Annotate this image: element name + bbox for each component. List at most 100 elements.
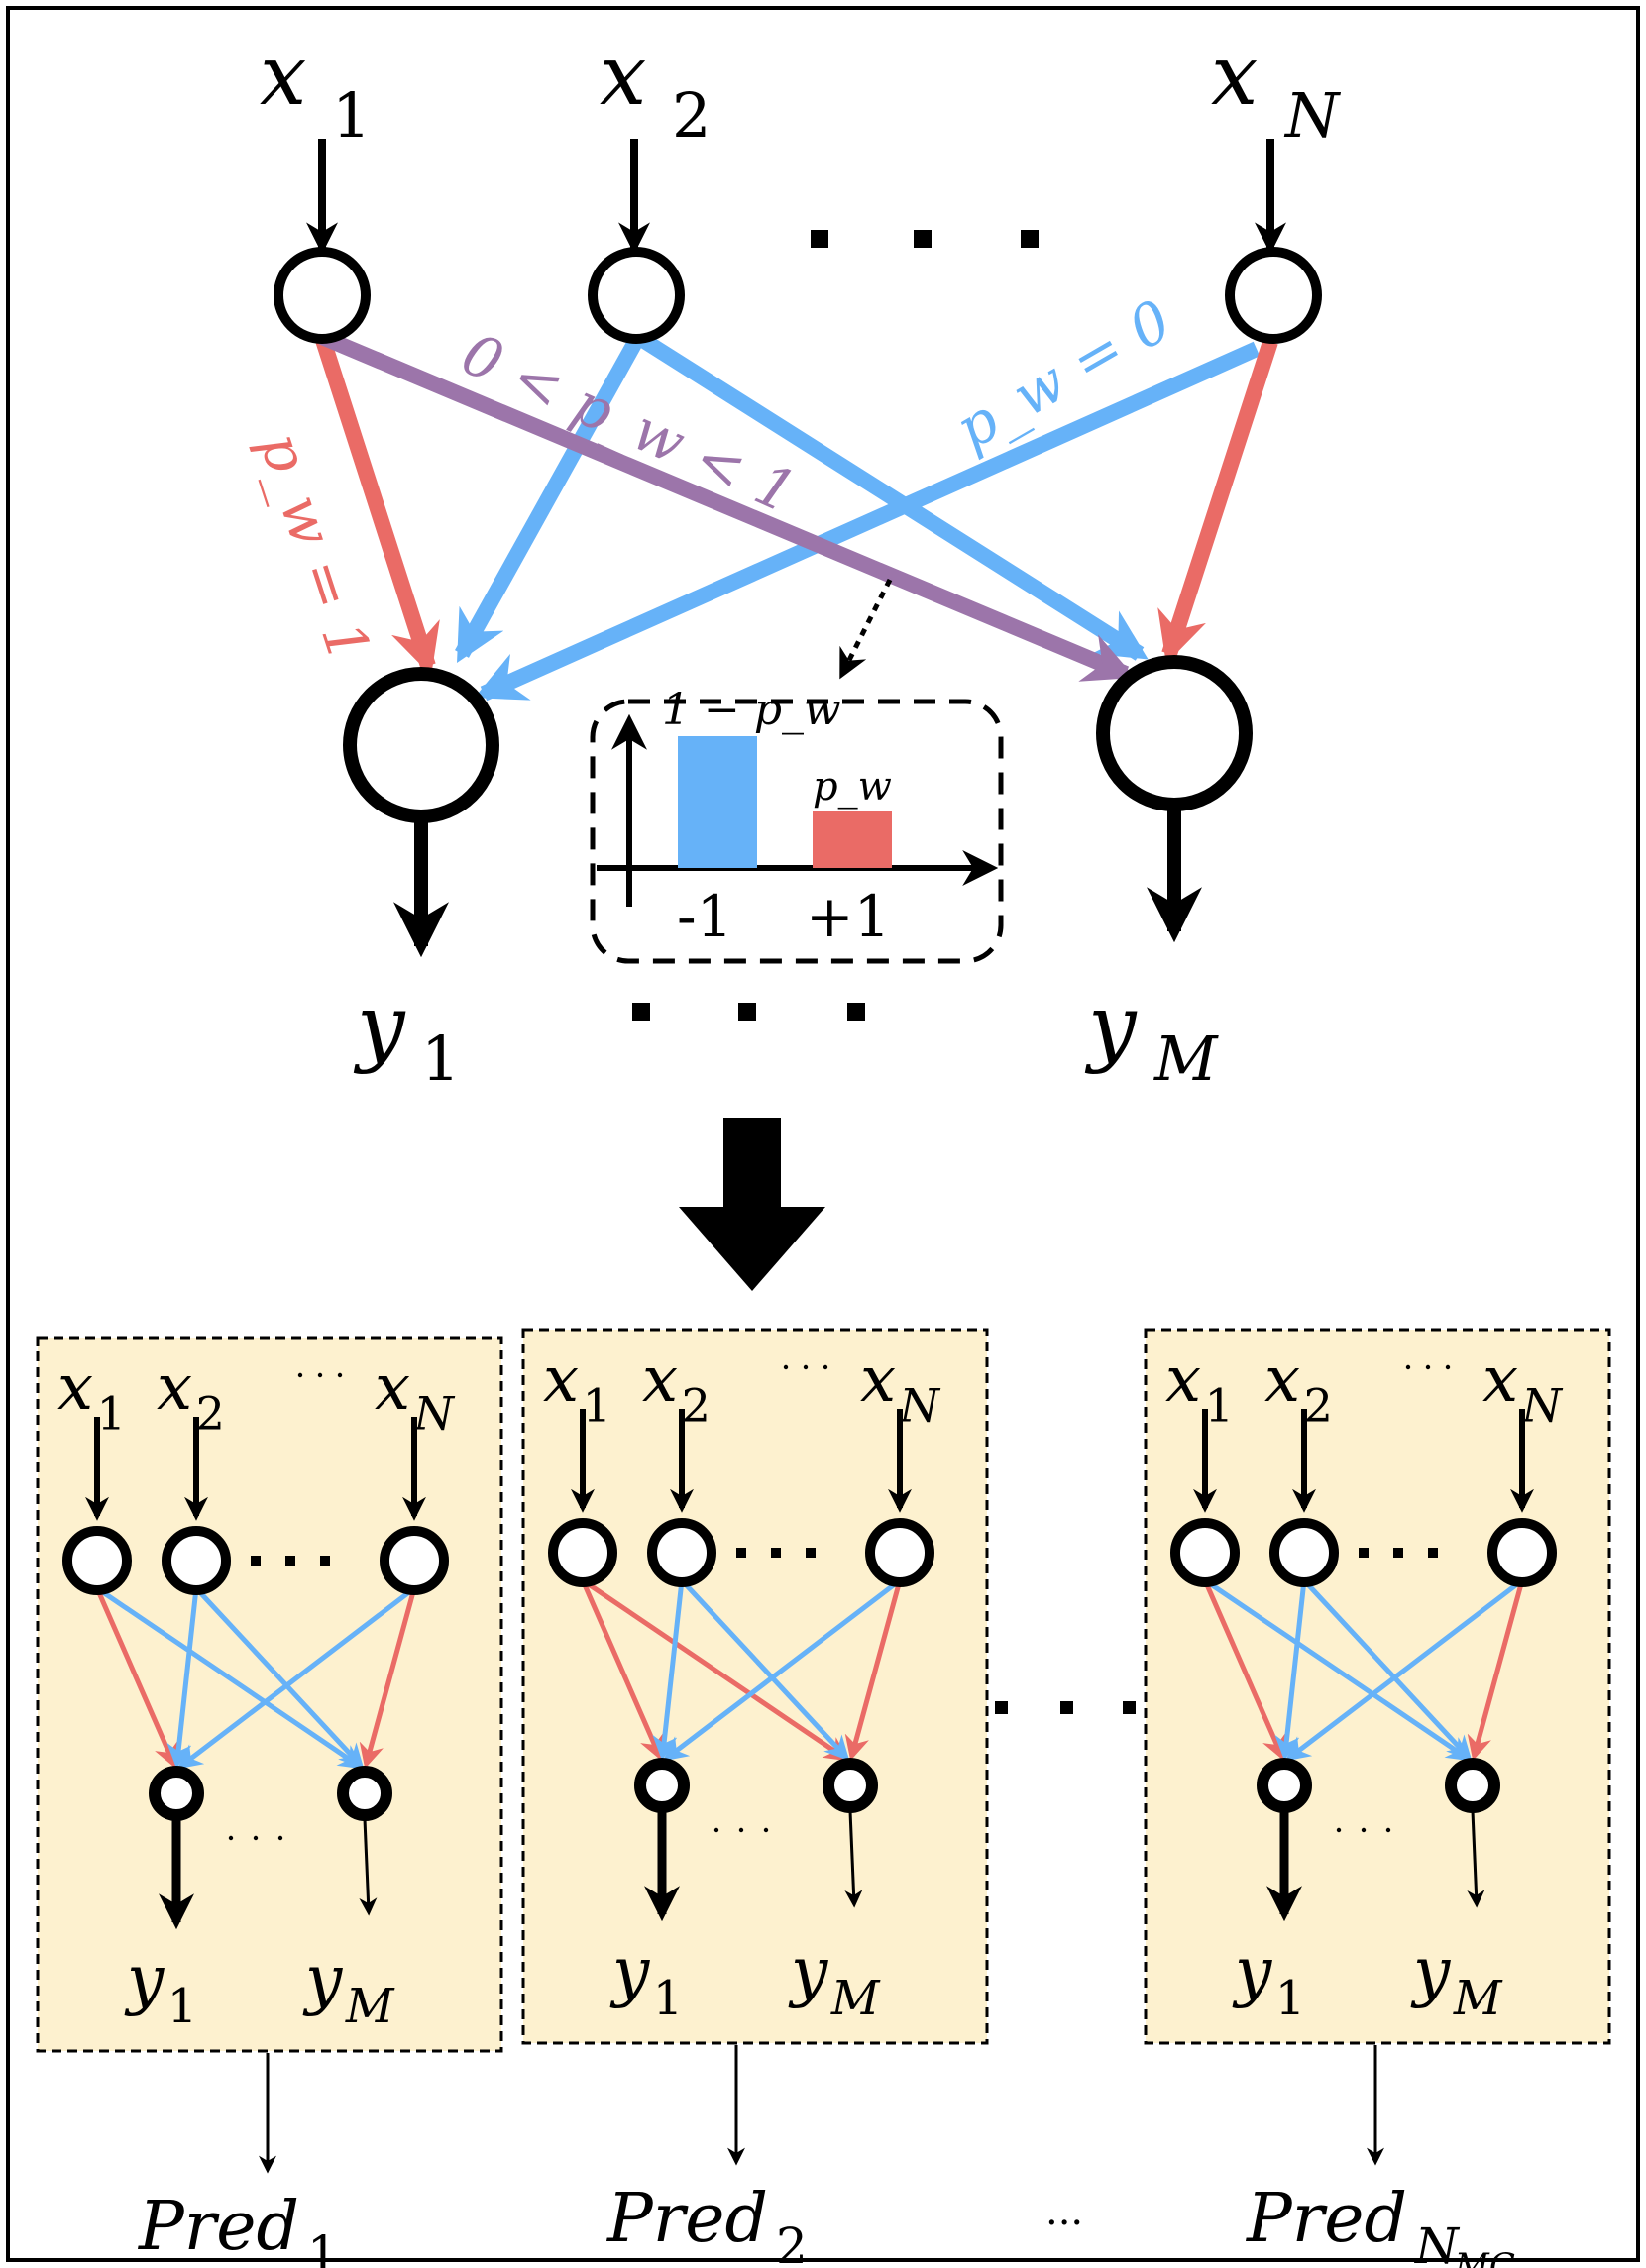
output-ellipsis-dot (277, 1835, 283, 1841)
output-ellipsis-dot (738, 1827, 744, 1833)
svg-text:y: y (788, 1933, 828, 2009)
svg-text:M: M (345, 1980, 395, 2034)
svg-text:N: N (1521, 1378, 1564, 1432)
svg-text:x: x (1264, 1344, 1300, 1417)
svg-text:1: 1 (583, 1378, 611, 1432)
edge-x2-y1-negative (455, 333, 645, 663)
svg-text:Pred: Pred (137, 2188, 299, 2266)
label-ellipsis-dot (1425, 1364, 1431, 1370)
panel-edge-positive (581, 1577, 850, 1762)
histogram-bar-label-plus-one: p_w (813, 764, 892, 810)
histogram-pointer (839, 578, 893, 680)
label-ellipsis-dot (1445, 1364, 1451, 1370)
panel-input-neuron (62, 1526, 132, 1595)
output-ellipsis-dot (1385, 1827, 1391, 1833)
svg-text:2: 2 (682, 1378, 711, 1432)
top-output-neuron-M (1096, 655, 1253, 811)
panel-input-neuron (1269, 1518, 1339, 1587)
panel-output-neuron (337, 1766, 392, 1821)
sampling-arrow (679, 1118, 825, 1291)
top-input-neuron-1 (274, 247, 371, 344)
svg-text:1: 1 (653, 1972, 683, 2026)
svg-text:1: 1 (97, 1386, 126, 1440)
svg-text:x: x (860, 1344, 896, 1417)
top-network: x 1 x 2 x N (247, 27, 1342, 1095)
panel-input-neuron (647, 1518, 716, 1587)
svg-text:N: N (899, 1378, 941, 1432)
svg-text:MC: MC (1454, 2246, 1515, 2268)
panel-background (521, 1328, 989, 2045)
svg-text:1: 1 (307, 2225, 339, 2268)
svg-text:x: x (1482, 1344, 1518, 1417)
top-input-neuron-N (1225, 247, 1322, 344)
output-ellipsis-dot (253, 1835, 259, 1841)
svg-text:y: y (353, 977, 406, 1076)
panel-input-neuron (1170, 1518, 1240, 1587)
panel-edge-positive (359, 1587, 417, 1770)
svg-text:y: y (1410, 1933, 1451, 2009)
neuron-ellipsis-dot (251, 1556, 261, 1566)
panel-input-neuron (548, 1518, 617, 1587)
weight-distribution-histogram: 1 − p_w p_w -1 +1 (590, 685, 1004, 964)
panel-edge-negative (1302, 1578, 1473, 1762)
top-output-yM: y M (1084, 977, 1219, 1095)
panel-edge-negative (95, 1585, 365, 1770)
panel-edge-negative (194, 1586, 365, 1770)
panel-background (36, 1336, 503, 2053)
panel-output-neuron (149, 1766, 204, 1821)
panel-input-neuron (162, 1526, 231, 1595)
svg-text:y: y (1232, 1933, 1272, 2009)
panel-edge-positive (1202, 1578, 1286, 1762)
panel-edge-negative (176, 1586, 416, 1770)
svg-text:x: x (260, 27, 306, 124)
panel-edge-negative (1284, 1578, 1524, 1762)
neuron-ellipsis-dot (771, 1548, 781, 1558)
top-input-neuron-2 (588, 247, 685, 344)
panel-edge-positive (1467, 1579, 1525, 1762)
label-ellipsis-dot (783, 1364, 789, 1370)
svg-text:1: 1 (167, 1980, 197, 2034)
svg-text:x: x (57, 1351, 93, 1425)
edge-xN-y1-negative (474, 341, 1261, 702)
svg-text:x: x (1165, 1344, 1201, 1417)
top-output-neuron-1 (343, 667, 499, 823)
histogram-bar-minus-one (678, 736, 757, 868)
panel-output-neuron (823, 1758, 878, 1813)
panel-output-neuron (634, 1758, 690, 1813)
panel-ellipsis (995, 1701, 1136, 1714)
histogram-bar-plus-one (813, 811, 892, 868)
neuron-ellipsis-dot (1428, 1548, 1438, 1558)
svg-text:y: y (609, 1933, 650, 2009)
panel-input-neuron (865, 1518, 934, 1587)
top-input-x1: x 1 (260, 27, 371, 152)
output-ellipsis-dot (1361, 1827, 1367, 1833)
neuron-ellipsis-dot (806, 1548, 816, 1558)
svg-text:2: 2 (196, 1386, 225, 1440)
output-ellipsis-dot (713, 1827, 719, 1833)
svg-text:x: x (543, 1344, 579, 1417)
label-ellipsis-dot (823, 1364, 828, 1370)
top-input-xN: x N (1211, 27, 1342, 152)
svg-text:x: x (157, 1351, 192, 1425)
top-output-ellipsis (632, 1003, 865, 1021)
svg-text:x: x (600, 27, 646, 124)
prediction-ellipsis: ... (1045, 2189, 1083, 2234)
output-ellipsis-dot (228, 1835, 234, 1841)
neuron-ellipsis-dot (320, 1556, 330, 1566)
panel-edge-negative (1203, 1577, 1473, 1762)
output-ellipsis-dot (1336, 1827, 1342, 1833)
panel-output-arrow-M (359, 1818, 378, 1916)
output-ellipsis-dot (763, 1827, 769, 1833)
